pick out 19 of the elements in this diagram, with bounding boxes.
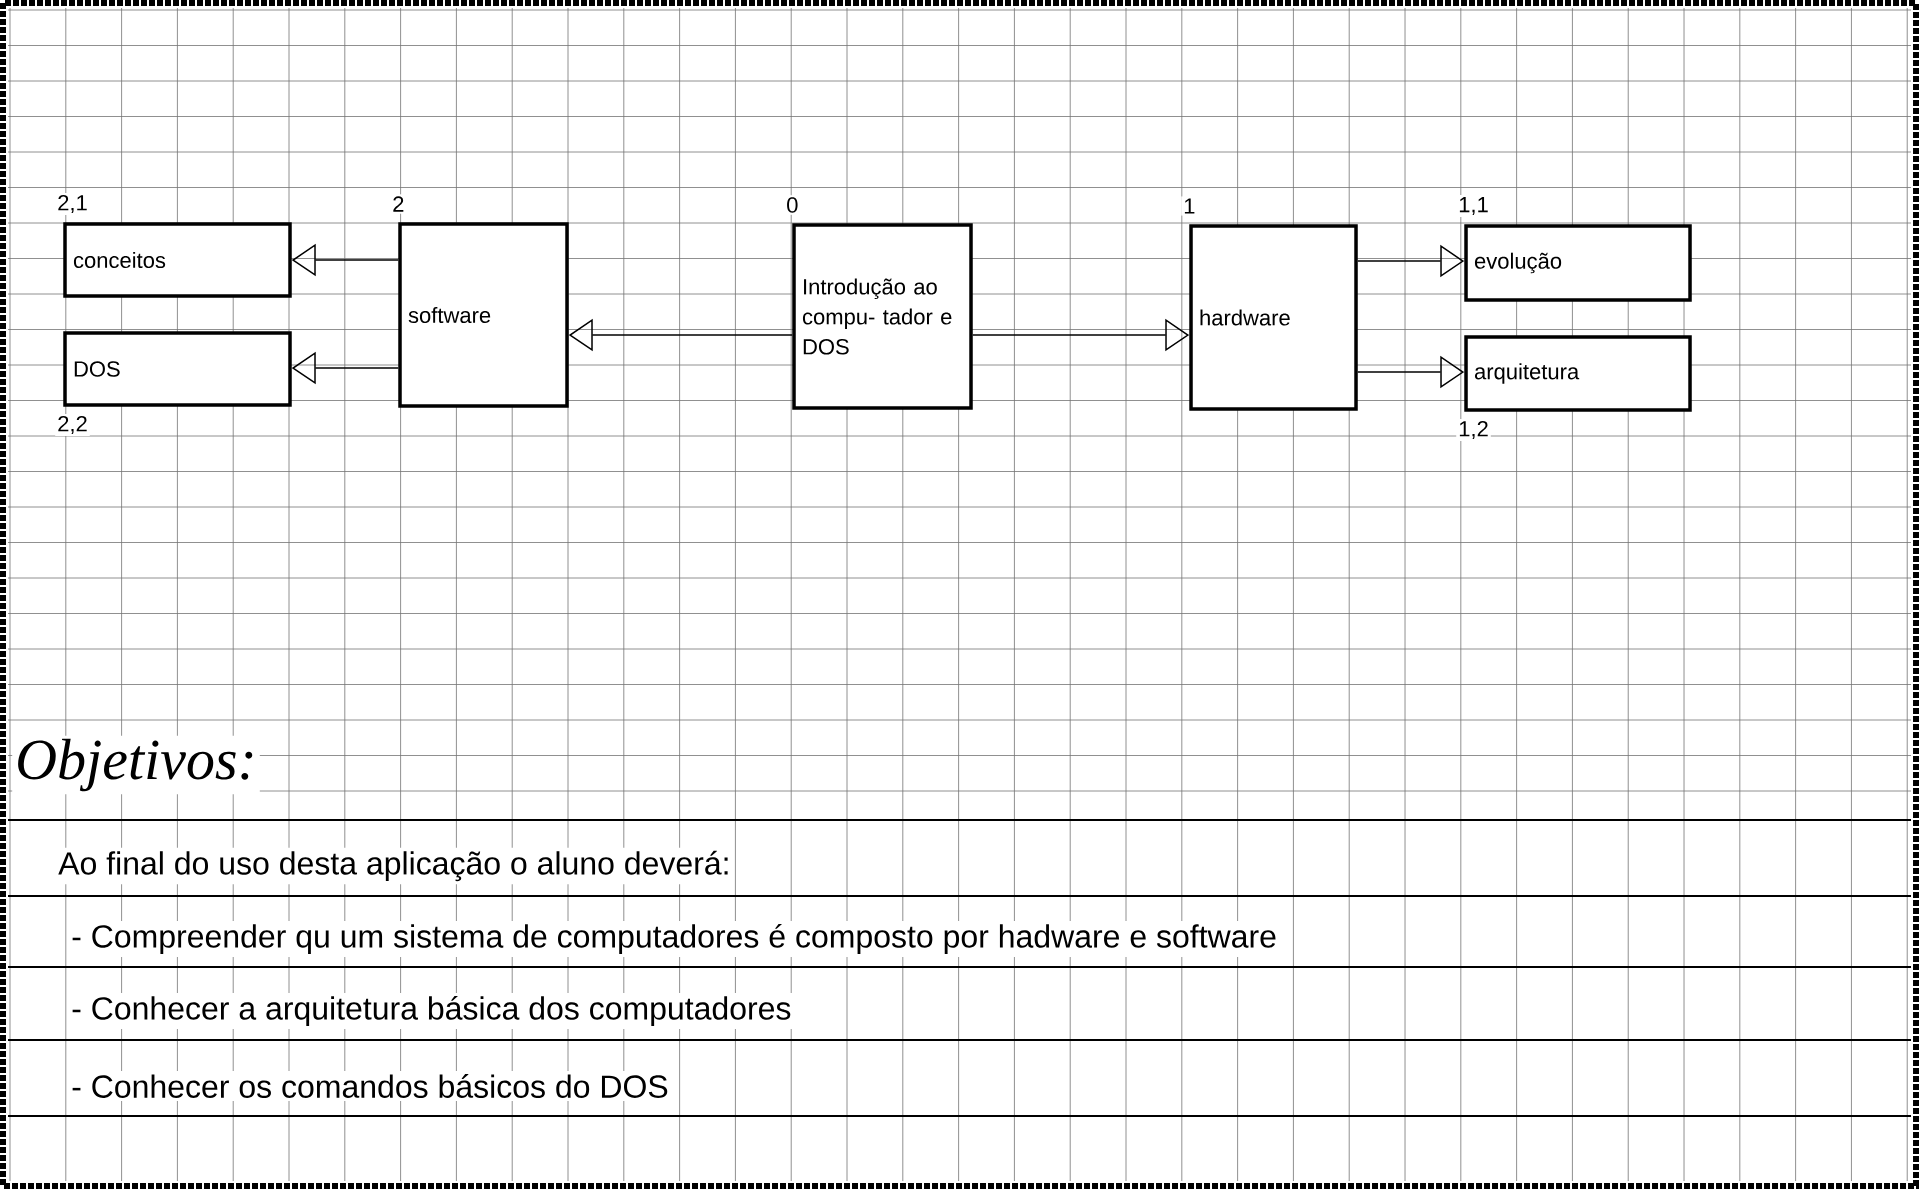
node-number: 1 bbox=[1181, 196, 1198, 216]
topic-box: Introdução ao compu- tador e DOS bbox=[792, 223, 973, 410]
node-number: 1,1 bbox=[1456, 195, 1491, 217]
node-number: 1,2 bbox=[1456, 418, 1491, 442]
objective-text: - Compreender qu um sistema de computadores é composto por hadware e software bbox=[68, 920, 1281, 958]
topic-box: DOS bbox=[63, 331, 292, 407]
topic-box: evolução bbox=[1464, 224, 1692, 302]
topic-box: conceitos bbox=[63, 222, 292, 298]
node-number: 0 bbox=[784, 195, 801, 215]
node-number: 2 bbox=[390, 194, 407, 214]
node-number: 2,2 bbox=[55, 413, 90, 437]
node-number: 2,1 bbox=[55, 192, 90, 216]
intro-text: Ao final do uso desta aplicação o aluno deverá: bbox=[55, 847, 734, 885]
heading: Objetivos: bbox=[12, 735, 260, 795]
topic-box: arquitetura bbox=[1464, 335, 1692, 412]
topic-box: hardware bbox=[1189, 224, 1358, 411]
topic-box: software bbox=[398, 222, 569, 408]
objective-text: - Conhecer os comandos básicos do DOS bbox=[68, 1071, 672, 1101]
objective-text: - Conhecer a arquitetura básica dos computadores bbox=[68, 992, 795, 1030]
